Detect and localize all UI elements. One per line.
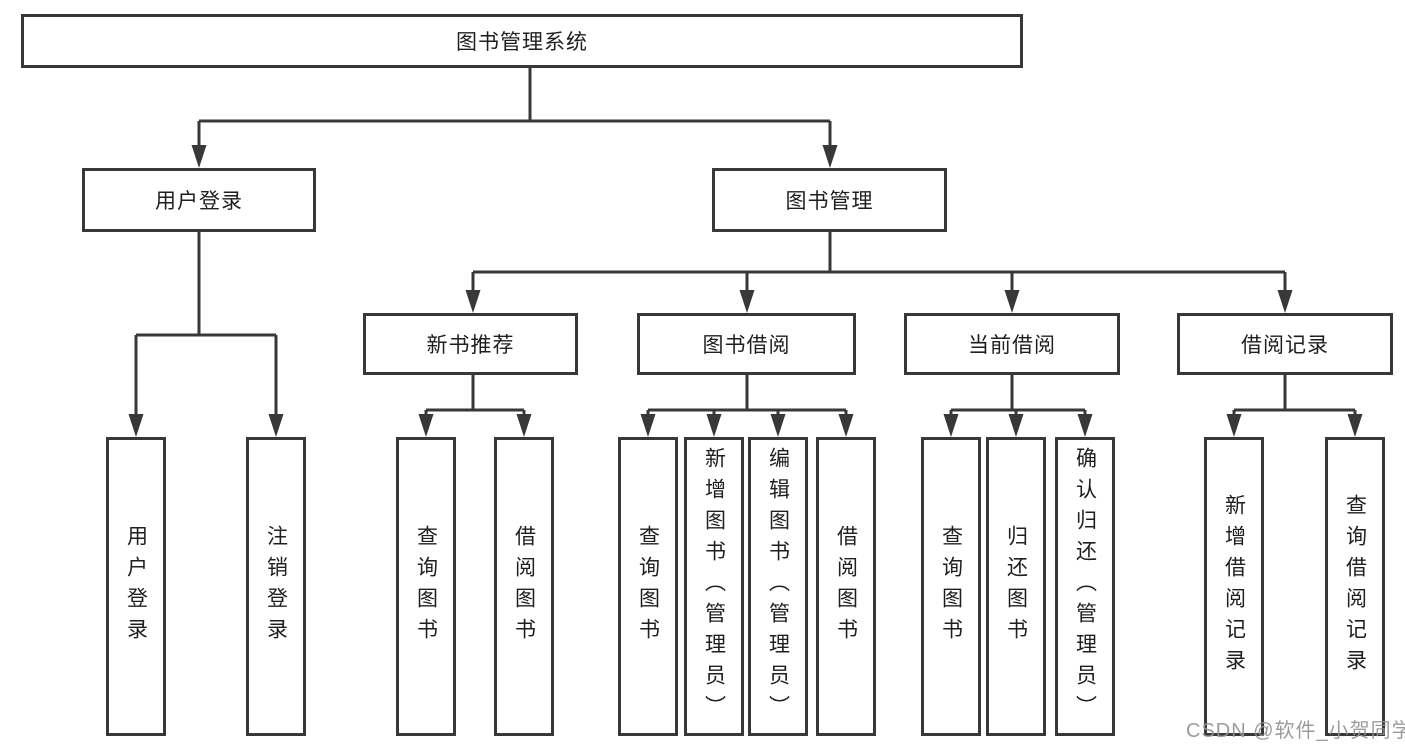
root-node-label: 图书管理系统 (456, 31, 588, 54)
node-book-borrowing: 图书借阅 (637, 313, 856, 375)
node-book-borrowing-label: 图书借阅 (702, 334, 791, 357)
node-current-borrowing-label: 当前借阅 (968, 334, 1056, 357)
leaf-borrowing-borrow-books-label: 借阅图书 (834, 524, 858, 649)
leaf-records-query-record-label: 查询借阅记录 (1343, 493, 1367, 680)
leaf-user-login-label: 用户登录 (124, 524, 148, 649)
branch-book-management: 图书管理 (712, 168, 947, 232)
leaf-borrowing-borrow-books: 借阅图书 (816, 437, 876, 736)
arrowheads (128, 145, 1363, 437)
leaf-records-add-record: 新增借阅记录 (1204, 437, 1264, 736)
leaf-user-login: 用户登录 (106, 437, 166, 736)
leaf-current-confirm-return-admin-label: 确认归还（管理员） (1073, 447, 1097, 726)
leaf-recommend-borrow-books-label: 借阅图书 (512, 524, 536, 649)
node-new-book-recommend-label: 新书推荐 (426, 334, 515, 357)
branch-book-management-label: 图书管理 (785, 190, 874, 213)
leaf-borrowing-add-books-admin: 新增图书（管理员） (684, 437, 744, 736)
leaf-records-query-record: 查询借阅记录 (1325, 437, 1385, 736)
branch-user-login-label: 用户登录 (155, 190, 243, 213)
leaf-current-query-books-label: 查询图书 (939, 524, 963, 649)
node-borrowing-records-label: 借阅记录 (1241, 334, 1329, 357)
leaf-records-add-record-label: 新增借阅记录 (1222, 493, 1246, 680)
leaf-recommend-query-books-label: 查询图书 (414, 524, 438, 649)
leaf-logout-login-label: 注销登录 (264, 524, 288, 649)
leaf-current-return-books-label: 归还图书 (1004, 524, 1028, 649)
branch-user-login: 用户登录 (82, 168, 316, 232)
root-node-library-system: 图书管理系统 (21, 14, 1023, 68)
leaf-recommend-query-books: 查询图书 (396, 437, 456, 736)
csdn-watermark: CSDN @软件_小贺同学 (1186, 720, 1405, 742)
leaf-borrowing-edit-books-admin: 编辑图书（管理员） (748, 437, 808, 736)
node-new-book-recommend: 新书推荐 (363, 313, 578, 375)
node-current-borrowing: 当前借阅 (904, 313, 1120, 375)
leaf-borrowing-add-books-admin-label: 新增图书（管理员） (702, 447, 726, 726)
leaf-recommend-borrow-books: 借阅图书 (494, 437, 554, 736)
leaf-borrowing-query-books: 查询图书 (618, 437, 678, 736)
leaf-logout-login: 注销登录 (246, 437, 306, 736)
leaf-current-confirm-return-admin: 确认归还（管理员） (1055, 437, 1115, 736)
leaf-borrowing-edit-books-admin-label: 编辑图书（管理员） (766, 447, 790, 726)
node-borrowing-records: 借阅记录 (1177, 313, 1393, 375)
leaf-current-query-books: 查询图书 (921, 437, 981, 736)
leaf-borrowing-query-books-label: 查询图书 (636, 524, 660, 649)
leaf-current-return-books: 归还图书 (986, 437, 1046, 736)
